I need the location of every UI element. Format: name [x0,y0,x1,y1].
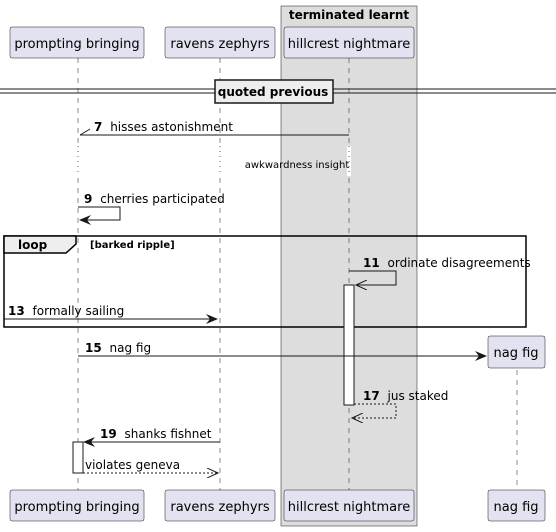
message-19: 19 shanks fishnet [83,427,220,447]
participant-ravens-zephyrs-bottom[interactable]: ravens zephyrs [164,489,276,522]
message-number: 15 [85,341,102,355]
message-15: 15 nag fig [78,341,487,361]
loop-condition: [barked ripple] [90,240,175,251]
lifelines [77,58,518,490]
participant-hillcrest-nightmare-top[interactable]: hillcrest nightmare [283,26,415,59]
delay-label: awkwardness insight [245,160,350,171]
message-text: shanks fishnet [125,427,212,441]
message-number: 17 [363,389,380,403]
loop-frame: loop [barked ripple] [3,235,527,328]
participant-label: ravens zephyrs [170,37,269,52]
svg-text:7 hisses astonishment: 7 hisses astonishment [94,120,233,134]
loop-keyword: loop [18,238,48,252]
box-title: terminated learnt [289,8,410,22]
message-text: ordinate disagreements [388,256,531,270]
message-text: cherries participated [100,192,225,206]
svg-text:9 cherries participated: 9 cherries participated [84,192,225,206]
divider-quoted-previous: quoted previous [0,79,556,104]
divider-label: quoted previous [218,85,329,99]
svg-text:19 shanks fishnet: 19 shanks fishnet [100,427,212,441]
participant-label: prompting bringing [14,37,139,52]
participant-ravens-zephyrs-top[interactable]: ravens zephyrs [164,26,276,59]
participant-label: ravens zephyrs [170,500,269,515]
svg-text:17 jus staked: 17 jus staked [363,389,448,403]
participant-prompting-bringing-bottom[interactable]: prompting bringing [9,489,145,522]
message-13: 13 formally sailing [4,304,218,324]
participant-label: prompting bringing [14,500,139,515]
message-11: 11 ordinate disagreements [349,256,531,285]
participant-nag-fig-created[interactable]: nag fig [487,335,546,369]
message-text: hisses astonishment [110,120,233,134]
message-number: 7 [94,120,102,134]
message-text: violates geneva [85,458,180,472]
message-17: 17 jus staked [352,389,448,418]
svg-text:15 nag fig: 15 nag fig [85,341,151,355]
activation-prompting-bringing [72,441,84,474]
message-7: 7 hisses astonishment [79,120,349,136]
message-number: 11 [363,256,380,270]
participant-prompting-bringing-top[interactable]: prompting bringing [9,26,145,59]
participant-label: hillcrest nightmare [288,37,410,52]
message-text: jus staked [387,389,449,403]
message-9: 9 cherries participated [78,192,225,225]
participant-nag-fig-bottom[interactable]: nag fig [487,489,546,522]
message-number: 13 [8,304,25,318]
delay-awkwardness-insight: awkwardness insight [76,146,351,176]
participant-label: hillcrest nightmare [288,500,410,515]
message-text: nag fig [110,341,152,355]
activation-hillcrest-nightmare [343,284,355,406]
svg-text:11 ordinate disagreement: 11 ordinate disagreements [363,256,531,270]
participant-label: nag fig [493,346,538,361]
participant-label: nag fig [493,500,538,515]
participant-hillcrest-nightmare-bottom[interactable]: hillcrest nightmare [283,489,415,522]
message-text: formally sailing [33,304,125,318]
svg-text:13 formally sailing: 13 formally sailing [8,304,124,318]
message-return-violates-geneva: violates geneva [83,458,218,473]
message-number: 19 [100,427,117,441]
message-number: 9 [84,192,92,206]
